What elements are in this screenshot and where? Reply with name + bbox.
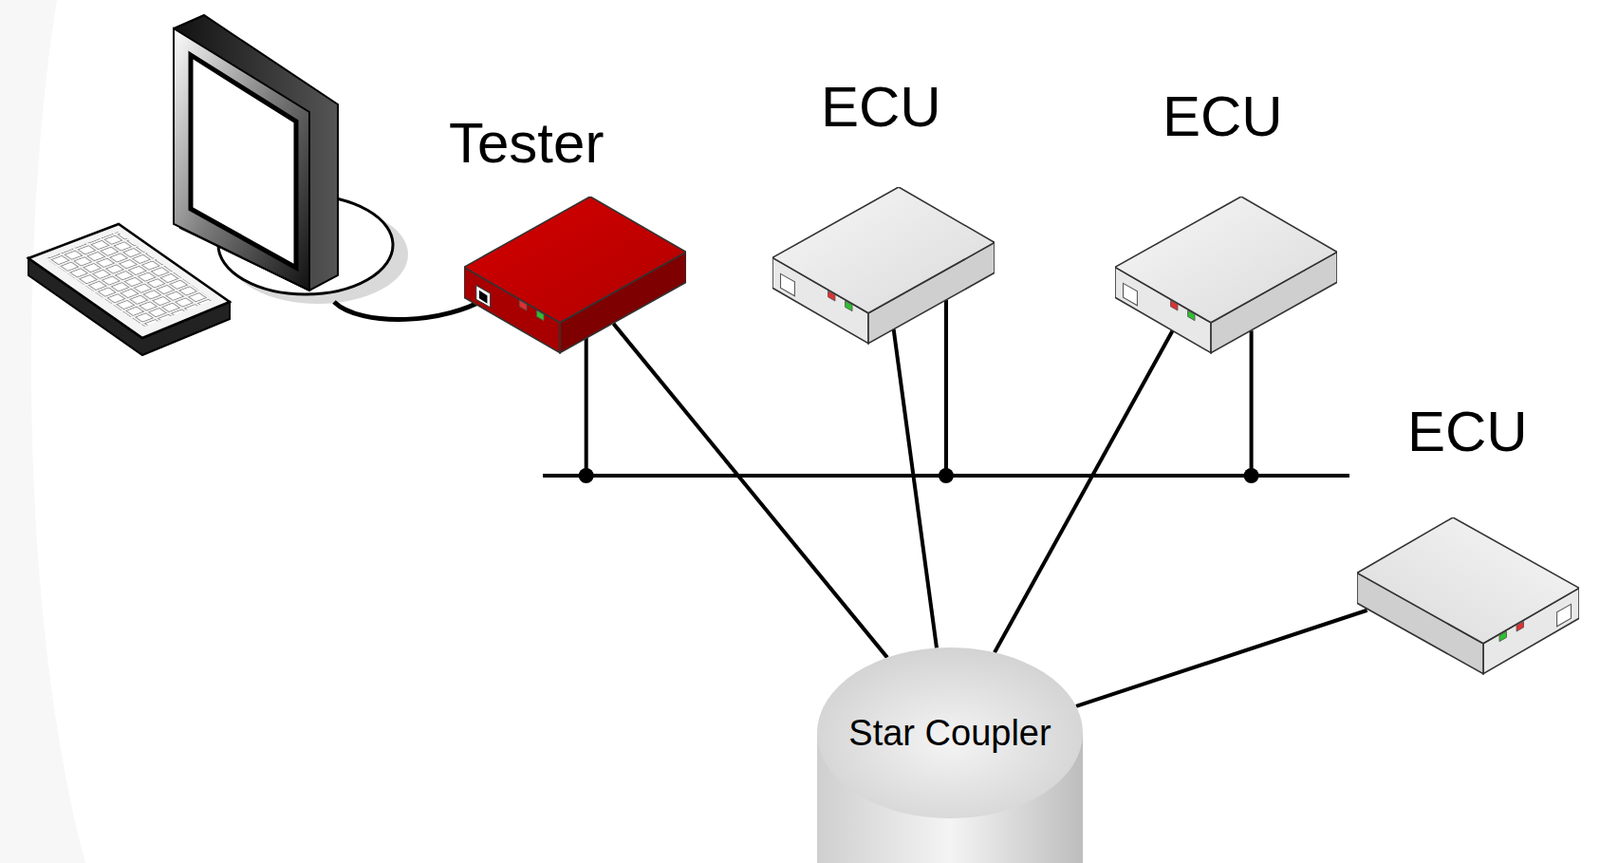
device-box (772, 186, 995, 349)
tester-device: Tester (448, 111, 687, 358)
device-label: ECU (1162, 85, 1284, 149)
star-coupler: Star Coupler (816, 642, 1084, 863)
keyboard-keys (45, 231, 213, 327)
star-connector (1076, 610, 1368, 707)
star-connector (893, 329, 937, 649)
monitor-body (173, 15, 338, 291)
node-label: Star Coupler (848, 711, 1051, 754)
bus-junction (578, 467, 595, 484)
monitor-front (173, 28, 310, 291)
background-band (0, 0, 86, 863)
device-box (1357, 517, 1580, 679)
device-box (1115, 196, 1338, 358)
monitor-cable (334, 296, 490, 320)
bus-junction (938, 467, 954, 484)
ecu-device: ECU (1357, 400, 1580, 679)
keyboard-top (28, 223, 230, 338)
star-connector (613, 323, 888, 658)
bus-junction (1244, 467, 1260, 484)
device-box (464, 196, 687, 358)
ecu-device: ECU (772, 75, 995, 349)
device-label: ECU (1407, 400, 1528, 464)
monitor-screen (190, 55, 297, 268)
star-connector (994, 330, 1173, 652)
device-label: Tester (448, 111, 604, 175)
device-label: ECU (820, 75, 942, 139)
ecu-device: ECU (1115, 85, 1338, 358)
